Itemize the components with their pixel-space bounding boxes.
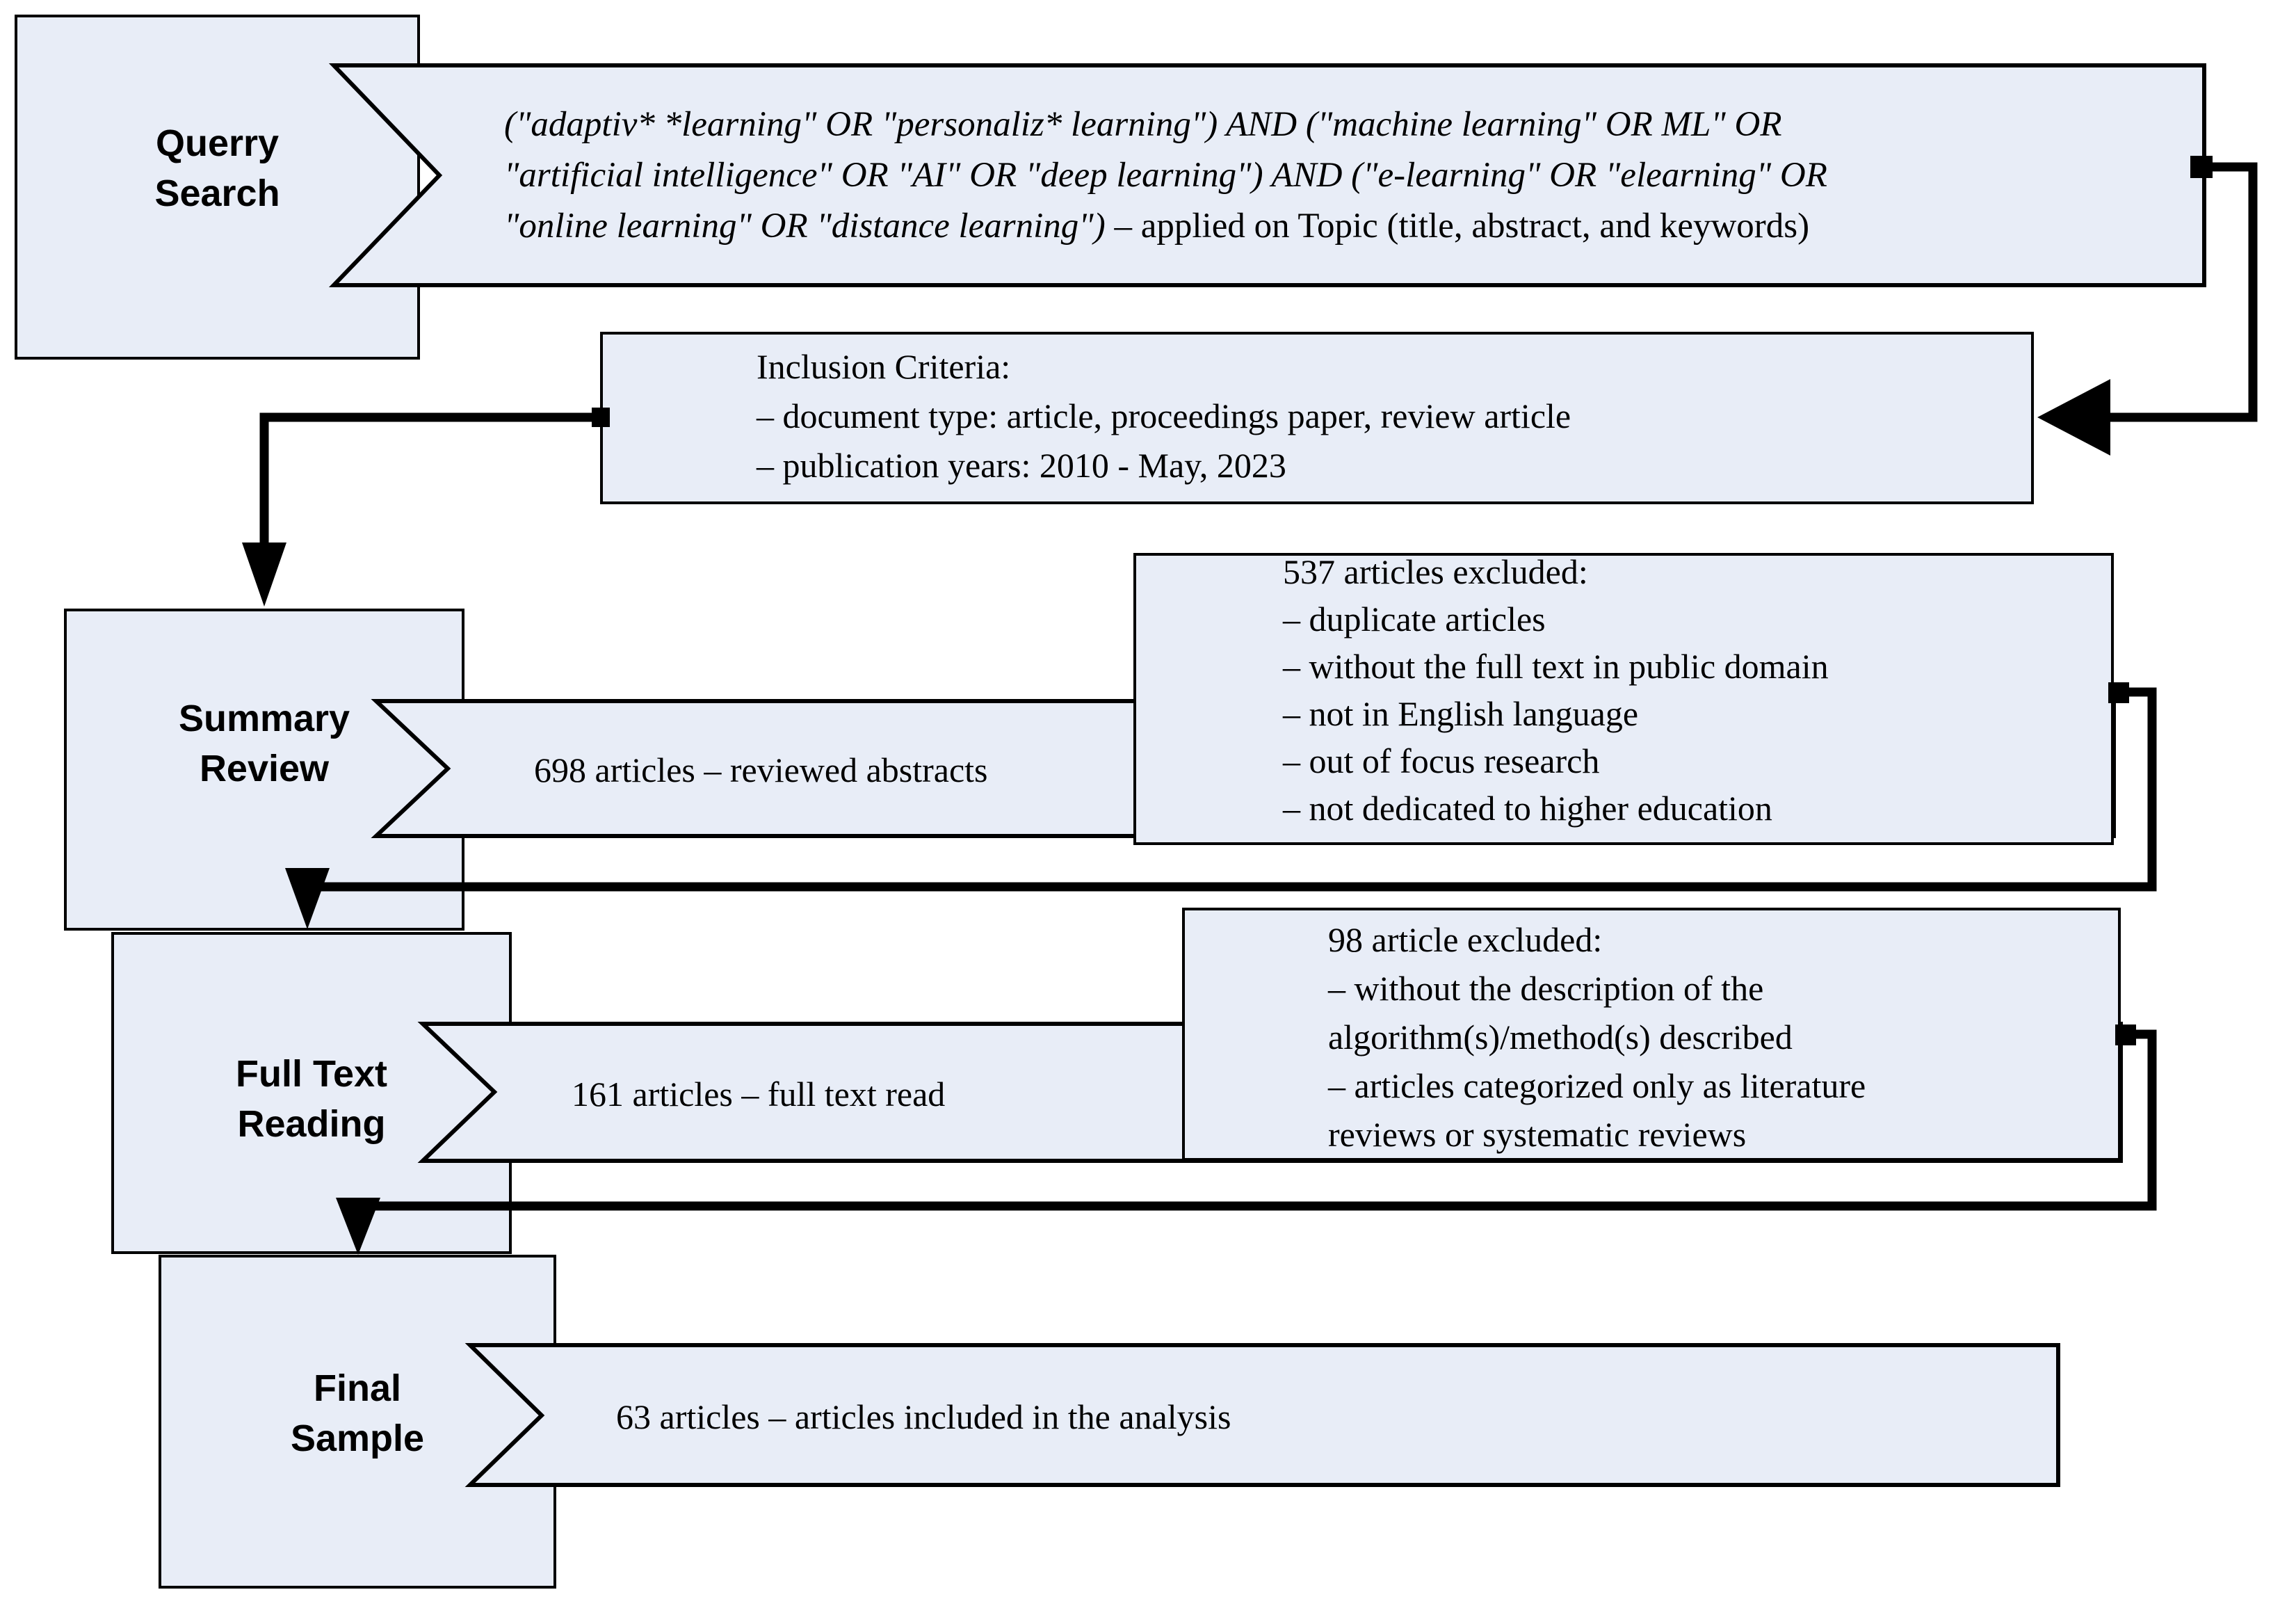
excluded537-line3: – without the full text in public domain [1283, 647, 1829, 686]
excluded98-line5: reviews or systematic reviews [1328, 1115, 1747, 1154]
excluded537-line4: – not in English language [1283, 694, 1639, 733]
excluded-537-text: 537 articles excluded: – duplicate artic… [1283, 548, 1829, 832]
excluded98-line2: – without the description of the [1328, 969, 1764, 1008]
query-line2: "artificial intelligence" OR "AI" OR "de… [504, 156, 1827, 195]
connector3-arrowhead-down [285, 868, 330, 929]
excluded-98-text: 98 article excluded: – without the descr… [1328, 915, 1866, 1159]
inclusion-criteria-box [600, 332, 2034, 504]
excluded537-line2: – duplicate articles [1283, 600, 1546, 638]
full-text-reading-stage-box [111, 932, 512, 1254]
inclusion-line1: Inclusion Criteria: [757, 347, 1011, 386]
stage-label-query-line1: Querry [155, 122, 280, 164]
fulltext-banner-text: 161 articles – full text read [572, 1075, 946, 1114]
excluded537-line6: – not dedicated to higher education [1283, 789, 1772, 828]
excluded-98-box [1182, 908, 2121, 1161]
stage-label-final-sample: Final Sample [159, 1363, 556, 1463]
stage-label-query-line2: Search [154, 172, 280, 214]
stage-label-summary-review: Summary Review [64, 693, 464, 794]
connector2-arrowhead-down [242, 543, 286, 606]
inclusion-line2: – document type: article, proceedings pa… [757, 396, 1571, 435]
connector3-line [313, 687, 2157, 892]
query-banner-shape [328, 63, 2206, 287]
excluded98-line1: 98 article excluded: [1328, 920, 1603, 959]
final-sample-stage-box [159, 1255, 556, 1589]
stage-label-fulltext-line2: Reading [237, 1103, 386, 1145]
connector1-line [2101, 162, 2258, 422]
stage-label-final-line2: Sample [290, 1417, 425, 1459]
summary-review-stage-box [64, 609, 464, 931]
final-banner-shape [464, 1343, 2060, 1487]
excluded-537-box [1133, 553, 2114, 845]
query-line3-regular: – applied on Topic (title, abstract, and… [1114, 207, 1810, 246]
stage-label-fulltext-line1: Full Text [235, 1053, 387, 1095]
final-banner-text: 63 articles – articles included in the a… [616, 1397, 1231, 1436]
stage-label-summary-line2: Review [199, 748, 330, 789]
excluded98-line4: – articles categorized only as literatur… [1328, 1066, 1866, 1105]
stage-label-full-text-reading: Full Text Reading [111, 1049, 512, 1149]
stage-label-final-line1: Final [313, 1367, 401, 1409]
connector4-line [362, 1029, 2157, 1211]
query-banner-text: ("adaptiv* *learning" OR "personaliz* le… [504, 99, 1827, 252]
excluded537-line1: 537 articles excluded: [1283, 552, 1588, 591]
connector4-arrowhead-down [336, 1198, 380, 1255]
excluded537-line5: – out of focus research [1283, 741, 1600, 780]
summary-banner-text: 698 articles – reviewed abstracts [534, 750, 988, 789]
query-line3: "online learning" OR "distance learning"… [504, 201, 1827, 252]
excluded98-line3: algorithm(s)/method(s) described [1328, 1018, 1793, 1056]
stage-label-summary-line1: Summary [178, 698, 350, 739]
query-line1: ("adaptiv* *learning" OR "personaliz* le… [504, 105, 1782, 144]
inclusion-line3: – publication years: 2010 - May, 2023 [757, 446, 1286, 485]
connector2-line [259, 412, 600, 553]
query-line3-italic: "online learning" OR "distance learning"… [504, 207, 1115, 246]
inclusion-criteria-text: Inclusion Criteria: – document type: art… [757, 342, 1571, 490]
connector1-arrowhead-left [2037, 379, 2110, 456]
stage-label-query-search: Querry Search [15, 118, 420, 218]
